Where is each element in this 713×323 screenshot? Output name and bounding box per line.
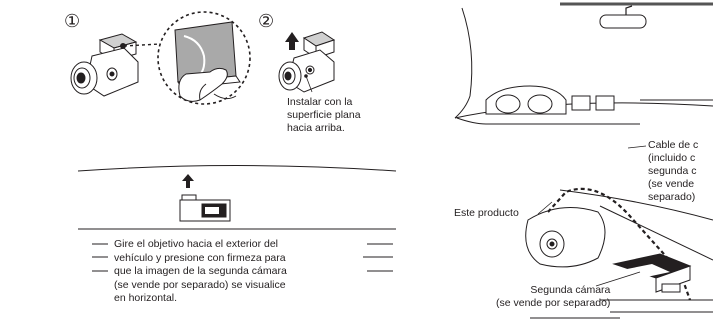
install-note-line: superficie plana xyxy=(287,109,361,121)
cable-callout-line: Cable de c xyxy=(648,139,699,151)
instruction-line: en horizontal. xyxy=(114,292,178,305)
este-producto-label: Este producto xyxy=(454,207,519,219)
step-2-number: ② xyxy=(258,11,275,32)
camera-front-view-icon xyxy=(179,194,231,222)
cable-callout-line: segunda c xyxy=(648,165,697,177)
cable-callout-line: separado) xyxy=(648,191,696,203)
up-arrow-icon xyxy=(182,174,194,188)
segunda-camara-line: Segunda cámara xyxy=(530,284,611,296)
orientation-instruction: Gire el objetivo hacia el exterior del v… xyxy=(114,238,287,306)
step-1-number: ① xyxy=(64,11,81,32)
second-camera-icon xyxy=(530,253,713,319)
segunda-camara-callout: Segunda cámara (se vende por separado) xyxy=(496,284,610,310)
rear-camera-step2-icon xyxy=(278,31,336,93)
install-note-line: Instalar con la xyxy=(287,96,353,108)
instruction-line: vehículo y presione con firmeza para xyxy=(114,251,286,264)
cable-callout-line: (se vende xyxy=(648,178,695,190)
instruction-line: (se vende por separado) se visualice xyxy=(114,278,286,291)
instruction-line: que la imagen de la segunda cámara xyxy=(114,265,287,278)
mounted-product-icon xyxy=(525,207,606,268)
cable-callout-line: (incluido c xyxy=(648,152,696,164)
windshield-illustration-icon xyxy=(454,2,713,125)
install-note-line: hacia arriba. xyxy=(287,122,345,134)
segunda-camara-line: (se vende por separado) xyxy=(496,297,611,309)
cable-callout: Cable de c (incluido c segunda c (se ven… xyxy=(648,139,698,204)
instruction-line: Gire el objetivo hacia el exterior del xyxy=(114,238,279,250)
up-arrow-icon xyxy=(285,32,299,50)
install-note: Instalar con la superficie plana hacia a… xyxy=(287,96,361,135)
rear-camera-icon xyxy=(70,33,139,97)
finger-icon xyxy=(178,67,237,102)
